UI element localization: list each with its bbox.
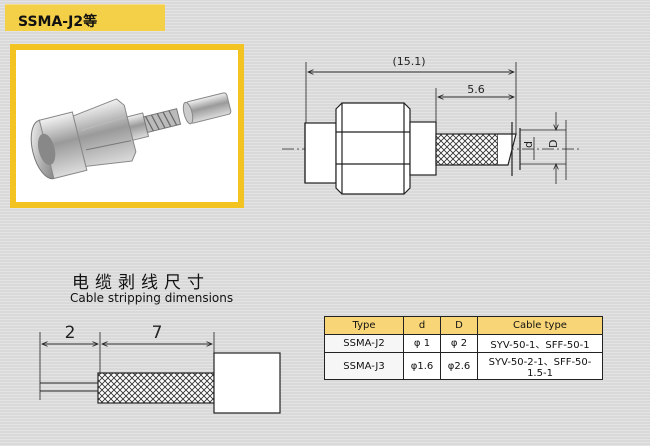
header-cable-type: Cable type [477, 316, 603, 335]
dimension-lines-top [305, 62, 567, 184]
stripping-title-zh: 电缆剥线尺寸 [72, 273, 210, 293]
table-row: SSMA-J2 φ 1 φ 2 SYV-50-1、SFF-50-1 [324, 334, 603, 353]
stripping-title-en: Cable stripping dimensions [70, 291, 234, 305]
inner-diameter-label: d [522, 141, 535, 148]
spec-table: Type d D Cable type SSMA-J2 φ 1 φ 2 SYV-… [324, 316, 603, 380]
cell-D: φ 2 [440, 334, 478, 353]
cell-cable: SYV-50-2-1、SFF-50-1.5-1 [477, 352, 603, 380]
table-header-row: Type d D Cable type [324, 316, 603, 335]
dim-7-label: 7 [152, 323, 163, 343]
cable-stripping-drawing [40, 352, 281, 414]
strip-length-label: 5.6 [467, 83, 485, 96]
cell-d: φ1.6 [403, 352, 441, 380]
connector-photo-image [30, 92, 232, 180]
cell-type: SSMA-J2 [324, 334, 404, 353]
cell-type: SSMA-J3 [324, 352, 404, 380]
connector-drawing [282, 102, 580, 195]
overall-length-label: (15.1) [392, 55, 425, 68]
header-D: D [440, 316, 478, 335]
product-photo-frame [10, 44, 244, 208]
dim-2-label: 2 [65, 323, 76, 343]
outer-diameter-label: D [547, 140, 560, 148]
dimension-lines-bottom [39, 332, 215, 400]
cell-d: φ 1 [403, 334, 441, 353]
cell-D: φ2.6 [440, 352, 478, 380]
header-d: d [403, 316, 441, 335]
page-title: SSMA-J2等 [18, 14, 98, 30]
product-photo [16, 50, 238, 202]
table-row: SSMA-J3 φ1.6 φ2.6 SYV-50-2-1、SFF-50-1.5-… [324, 352, 603, 380]
cell-cable: SYV-50-1、SFF-50-1 [477, 334, 603, 353]
title-bar: SSMA-J2等 [5, 4, 165, 31]
header-type: Type [324, 316, 404, 335]
